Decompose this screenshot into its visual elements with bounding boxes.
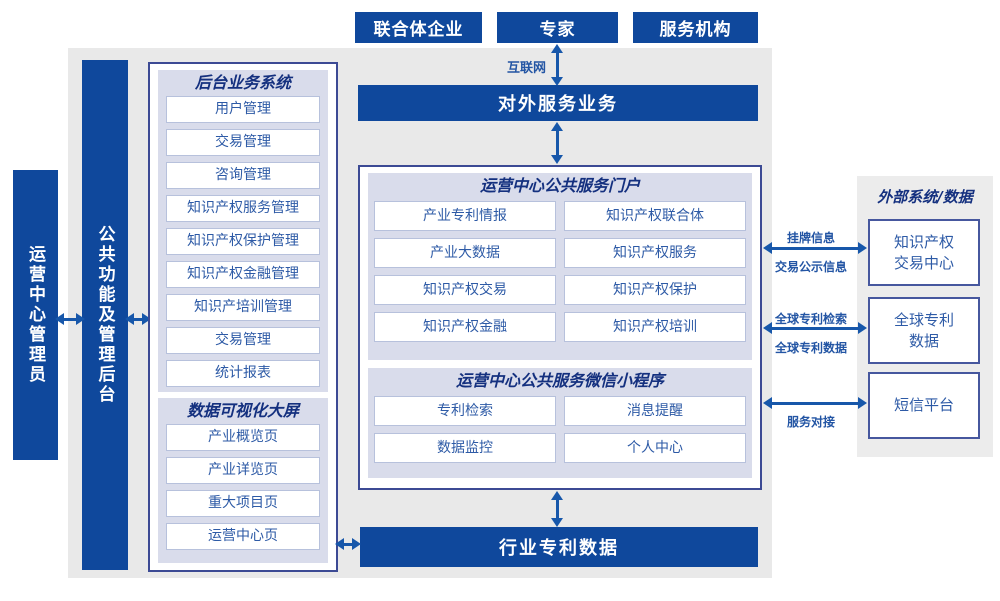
arrow-backend-systems: [125, 313, 151, 325]
miniapp-item-data-monitoring: 数据监控: [374, 433, 556, 463]
dashboard-item-industry-detail: 产业详览页: [166, 457, 320, 484]
portal-item-ip-service: 知识产权服务: [564, 238, 746, 268]
arrow-admin-backend: [55, 313, 85, 325]
backend-system-panel: 后台业务系统 用户管理 交易管理 咨询管理 知识产权服务管理 知识产权保护管理 …: [158, 70, 328, 392]
rail-common-backend: 公共功能及管理后台: [82, 60, 128, 570]
external-box-global-patent-data-label: 全球专利 数据: [893, 311, 954, 350]
portal-item-ip-finance: 知识产权金融: [374, 312, 556, 342]
industry-patent-data-label: 行业专利数据: [499, 538, 619, 559]
entity-experts: 专家: [497, 12, 618, 43]
miniapp-item-personal-center: 个人中心: [564, 433, 746, 463]
portal-item-ip-consortium: 知识产权联合体: [564, 201, 746, 231]
dashboard-list: 产业概览页 产业详览页 重大项目页 运营中心页: [158, 424, 328, 558]
portal-item-ip-training: 知识产权培训: [564, 312, 746, 342]
industry-patent-data-bar: 行业专利数据: [360, 527, 758, 567]
backend-item-stat-report: 统计报表: [166, 360, 320, 387]
arrow-service-portal: [551, 122, 563, 164]
internet-label: 互联网: [506, 61, 546, 76]
arrow-experts-external-service: [551, 44, 563, 86]
entity-service-orgs-label: 服务机构: [659, 20, 732, 40]
entity-consortium-label: 联合体企业: [373, 20, 464, 40]
backend-item-ip-service-mgmt: 知识产权服务管理: [166, 195, 320, 222]
backend-item-trade-mgmt-2: 交易管理: [166, 327, 320, 354]
miniapp-grid: 专利检索 消息提醒 数据监控 个人中心: [368, 394, 752, 471]
label-service-connect: 服务对接: [786, 415, 835, 429]
arrow-dashboard-industry-data: [335, 538, 361, 550]
label-global-patent-data: 全球专利数据: [774, 341, 847, 355]
portal-item-ip-protection: 知识产权保护: [564, 275, 746, 305]
miniapp-item-message-alert: 消息提醒: [564, 396, 746, 426]
label-trade-publicity: 交易公示信息: [774, 260, 847, 274]
label-listing-info: 挂牌信息: [786, 231, 835, 245]
rail-operations-admin: 运营中心管理员: [13, 170, 58, 460]
dashboard-panel: 数据可视化大屏 产业概览页 产业详览页 重大项目页 运营中心页: [158, 398, 328, 563]
arrow-global-patent-data: [763, 322, 867, 334]
backend-item-user-mgmt: 用户管理: [166, 96, 320, 123]
backend-item-trade-mgmt: 交易管理: [166, 129, 320, 156]
arrow-ip-trade-center: [763, 242, 867, 254]
external-box-ip-trade-center: 知识产权 交易中心: [868, 219, 980, 286]
miniapp-title: 运营中心公共服务微信小程序: [455, 371, 664, 390]
dashboard-item-operations-center: 运营中心页: [166, 523, 320, 550]
backend-item-consult-mgmt: 咨询管理: [166, 162, 320, 189]
portal-item-industry-big-data: 产业大数据: [374, 238, 556, 268]
external-service-bar: 对外服务业务: [358, 85, 758, 121]
dashboard-item-industry-overview: 产业概览页: [166, 424, 320, 451]
rail-common-backend-label: 公共功能及管理后台: [94, 225, 115, 405]
arrow-service-connect: [763, 397, 867, 409]
external-box-sms-platform: 短信平台: [868, 372, 980, 439]
dashboard-title: 数据可视化大屏: [186, 401, 299, 420]
external-box-global-patent-data: 全球专利 数据: [868, 297, 980, 364]
external-box-sms-platform-label: 短信平台: [893, 396, 954, 415]
label-global-patent-search: 全球专利检索: [774, 312, 847, 326]
backend-item-ip-training-mgmt: 知识产培训管理: [166, 294, 320, 321]
portal-item-ip-trade: 知识产权交易: [374, 275, 556, 305]
portal-title: 运营中心公共服务门户: [479, 176, 640, 195]
external-box-ip-trade-center-label: 知识产权 交易中心: [893, 233, 954, 272]
miniapp-item-patent-search: 专利检索: [374, 396, 556, 426]
backend-item-ip-protect-mgmt: 知识产权保护管理: [166, 228, 320, 255]
entity-service-organizations: 服务机构: [633, 12, 758, 43]
arrow-portal-industry-data: [551, 491, 563, 527]
portal-panel: 运营中心公共服务门户 产业专利情报 知识产权联合体 产业大数据 知识产权服务 知…: [368, 173, 752, 360]
entity-consortium-enterprises: 联合体企业: [355, 12, 482, 43]
external-systems-title: 外部系统/数据: [877, 188, 973, 206]
backend-system-title: 后台业务系统: [194, 73, 291, 92]
external-service-label: 对外服务业务: [498, 94, 618, 115]
rail-operations-admin-label: 运营中心管理员: [25, 245, 45, 385]
portal-grid: 产业专利情报 知识产权联合体 产业大数据 知识产权服务 知识产权交易 知识产权保…: [368, 199, 752, 350]
entity-experts-label: 专家: [539, 20, 576, 40]
dashboard-item-major-projects: 重大项目页: [166, 490, 320, 517]
portal-item-industry-patent-intel: 产业专利情报: [374, 201, 556, 231]
backend-system-list: 用户管理 交易管理 咨询管理 知识产权服务管理 知识产权保护管理 知识产权金融管…: [158, 96, 328, 395]
backend-item-ip-finance-mgmt: 知识产权金融管理: [166, 261, 320, 288]
miniapp-panel: 运营中心公共服务微信小程序 专利检索 消息提醒 数据监控 个人中心: [368, 368, 752, 478]
